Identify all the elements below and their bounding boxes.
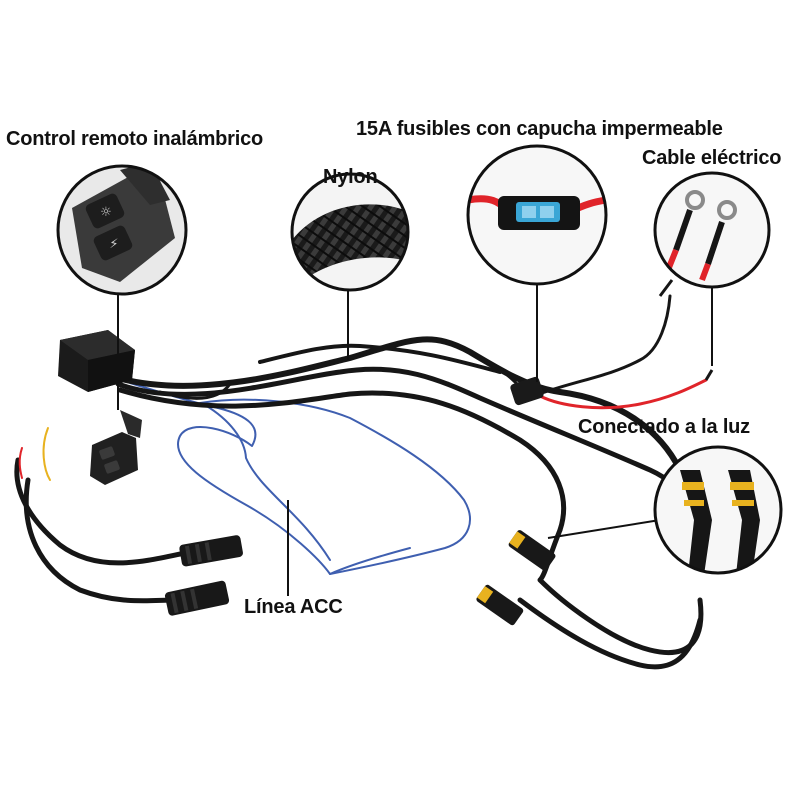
red-power-wire (538, 378, 708, 410)
ring-terminal-2 (717, 200, 737, 220)
remote-light-button (85, 193, 125, 229)
callout-nylon (290, 172, 410, 292)
callout-light-connectors (653, 445, 783, 575)
acc-blue-wire (129, 382, 471, 575)
left-loose-wire-5 (18, 447, 23, 479)
inline-fuse-holder (510, 376, 544, 406)
fuse-holder-wire (468, 294, 672, 396)
left-loose-wire-2 (23, 477, 179, 604)
left-loose-wire-3 (42, 427, 51, 481)
remote-power-button (93, 225, 133, 261)
left-loose-wire-1 (14, 457, 193, 566)
harness-wire-3 (117, 387, 567, 533)
callout-fuse (466, 144, 608, 286)
light-icon: ☼ (100, 205, 112, 220)
lightning-icon: ⚡ (109, 237, 118, 252)
main-harness (14, 294, 708, 670)
callout-electric-cable (653, 171, 771, 289)
left-connectors (164, 535, 243, 616)
label-fuse: 15A fusibles con capucha impermeable (356, 118, 723, 140)
label-nylon: Nylon (323, 166, 378, 188)
left-loose-wire-4 (51, 424, 57, 479)
label-acc-line: Línea ACC (244, 596, 343, 618)
leader-lines (117, 284, 713, 596)
label-electric-cable: Cable eléctrico (642, 147, 782, 169)
relay-control-box (58, 330, 135, 392)
harness-wire-1 (115, 336, 683, 473)
label-connected-to-light: Conectado a la luz (578, 416, 750, 438)
ring-terminals (658, 279, 714, 381)
acc-blue-wire-2 (204, 404, 411, 575)
light-connectors (476, 530, 556, 626)
label-wireless-remote: Control remoto inalámbrico (6, 128, 264, 150)
callout-wireless-remote: ☼ ⚡ (56, 164, 188, 296)
harness-wire-4 (258, 343, 502, 374)
remote-fob (90, 410, 142, 485)
harness-wire-5 (158, 382, 232, 400)
harness-branch-connector-2 (517, 597, 703, 670)
ring-terminal-1 (685, 190, 705, 210)
